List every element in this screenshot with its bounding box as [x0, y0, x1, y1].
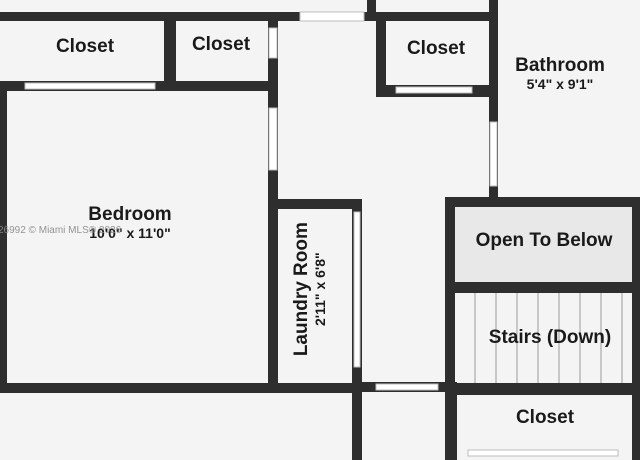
bathroom-dims: 5'4" x 9'1": [526, 75, 594, 92]
closet-label-c: Closet: [386, 38, 486, 60]
stairs-label: Stairs (Down): [462, 327, 638, 349]
bedroom-dims: 10'0" x 11'0": [89, 224, 171, 241]
stair-treads: [474, 293, 623, 384]
bathroom-name: Bathroom: [515, 55, 605, 76]
closet-b-name: Closet: [191, 34, 251, 55]
mls-watermark: 26992 © Miami MLS® 2026: [0, 225, 122, 236]
closet-label-b: Closet: [172, 34, 270, 56]
closet-a-name: Closet: [55, 36, 115, 57]
windows: [24, 11, 619, 457]
laundry-dims: 2'11" x 6'8": [311, 252, 328, 326]
bedroom-name: Bedroom: [88, 204, 172, 225]
closet-label-d: Closet: [457, 407, 633, 429]
open-to-below-name: Open To Below: [475, 230, 613, 251]
closet-d-name: Closet: [515, 407, 575, 428]
laundry-label: Laundry Room 2'11" x 6'8": [290, 219, 328, 359]
laundry-name: Laundry Room: [290, 222, 312, 357]
bedroom-label: Bedroom 10'0" x 11'0": [40, 204, 220, 241]
closet-c-name: Closet: [406, 38, 466, 59]
open-to-below-label: Open To Below: [455, 230, 633, 252]
stairs-name: Stairs (Down): [488, 327, 612, 348]
bathroom-label: Bathroom 5'4" x 9'1": [498, 55, 622, 92]
closet-label-a: Closet: [0, 36, 170, 58]
open-to-below-area: [453, 205, 640, 283]
